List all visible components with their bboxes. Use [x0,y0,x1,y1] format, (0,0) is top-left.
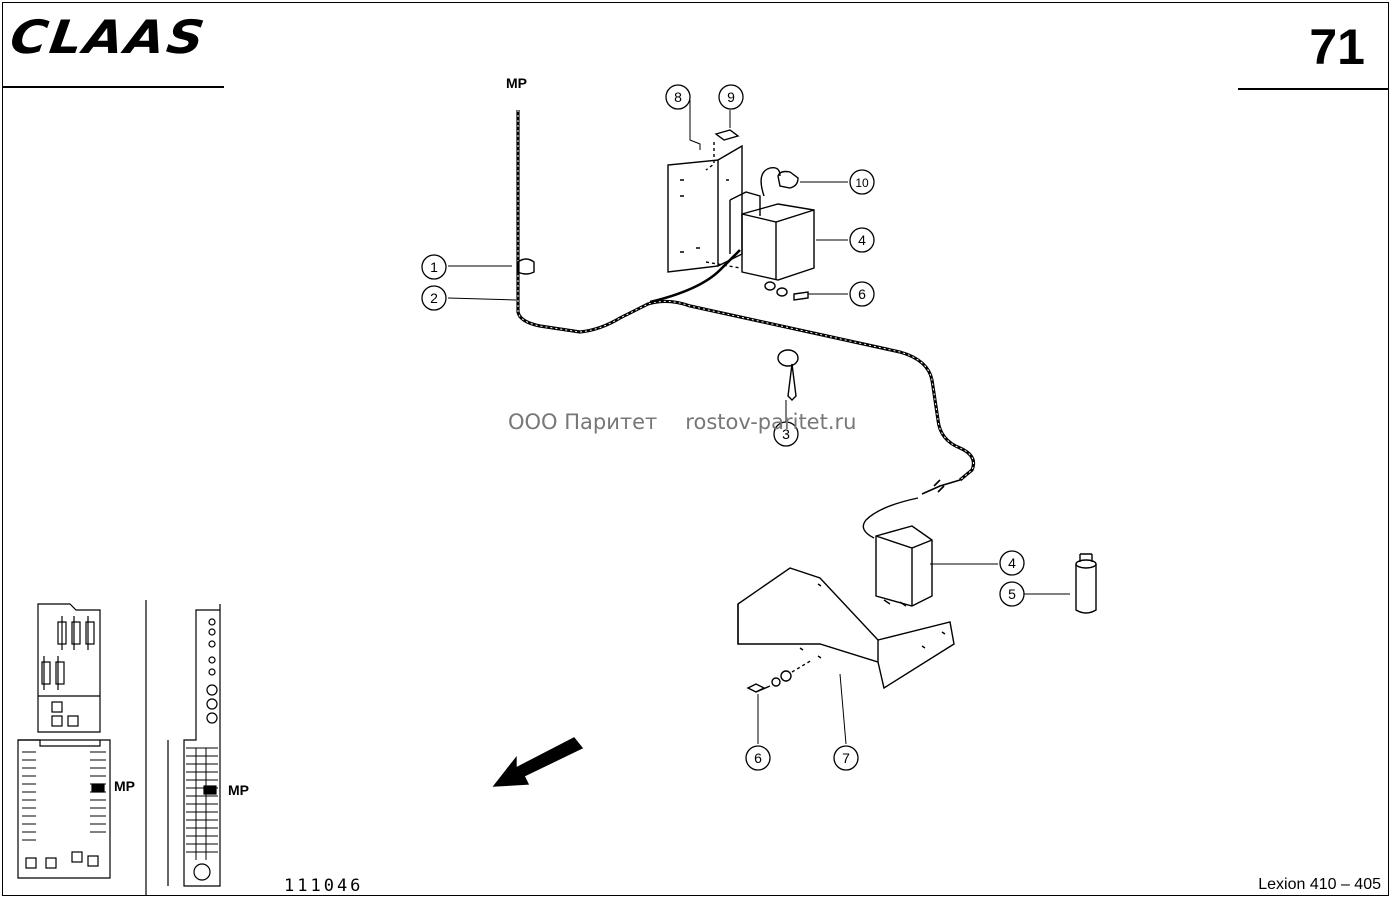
callouts [421,84,1025,771]
watermark-company: ООО Паритет [508,410,658,434]
watermark-site: rostov-paritet.ru [685,410,857,434]
callout-number: 10 [855,176,869,190]
logo-rule [2,86,224,88]
sensor-box-lower [875,525,933,607]
page-number: 71 [1309,19,1365,75]
callout-number: 2 [430,290,438,306]
callout-1 [421,254,447,280]
inset-label-mp-right: MP [228,782,249,798]
callout-number: 9 [727,89,735,105]
callout-5 [999,581,1025,607]
lower-bracket [737,567,955,690]
callout-number: 1 [430,259,438,275]
clip-10 [760,166,799,197]
sensor-box-upper [729,191,815,281]
direction-arrow [492,737,584,787]
cable-clip-1 [517,258,535,275]
location-label-mp: MP [506,75,527,91]
callout-4-upper [849,227,875,253]
inset-label-mp-left: MP [114,778,135,794]
bolt-9 [705,129,740,171]
tie-clip-3 [777,349,799,401]
inset-overview-left [17,600,147,896]
callout-3 [773,421,799,447]
inset-overview-right [167,604,221,887]
callout-2 [421,285,447,311]
drawing-number: 111046 [284,876,364,896]
page-number-rule [1238,88,1389,90]
callout-number: 3 [782,426,790,442]
callout-numbers: 1 2 3 4 4 5 6 6 7 8 9 10 [430,89,1016,766]
model-designation: Lexion 410 – 405 [1258,876,1381,893]
callout-7 [833,745,859,771]
callout-number: 6 [754,750,762,766]
callout-6-upper [849,281,875,307]
upper-bracket [667,144,743,273]
cable-harness [516,110,976,539]
callout-number: 4 [858,232,866,248]
bolt-washer-lower [746,659,813,693]
callout-9 [718,84,744,110]
callout-8 [665,84,691,110]
callout-number: 5 [1008,586,1016,602]
callout-6-lower [745,745,771,771]
callout-number: 6 [858,286,866,302]
sensor-plug-5 [1075,553,1097,614]
callout-10 [849,169,875,195]
callout-number: 7 [842,750,850,766]
callout-number: 8 [674,89,682,105]
leader-lines [447,100,1070,745]
callout-number: 4 [1008,555,1016,571]
washer-nut-upper [764,281,809,301]
watermark: ООО Паритет rostov-paritet.ru [508,410,884,434]
callout-4-lower [999,550,1025,576]
